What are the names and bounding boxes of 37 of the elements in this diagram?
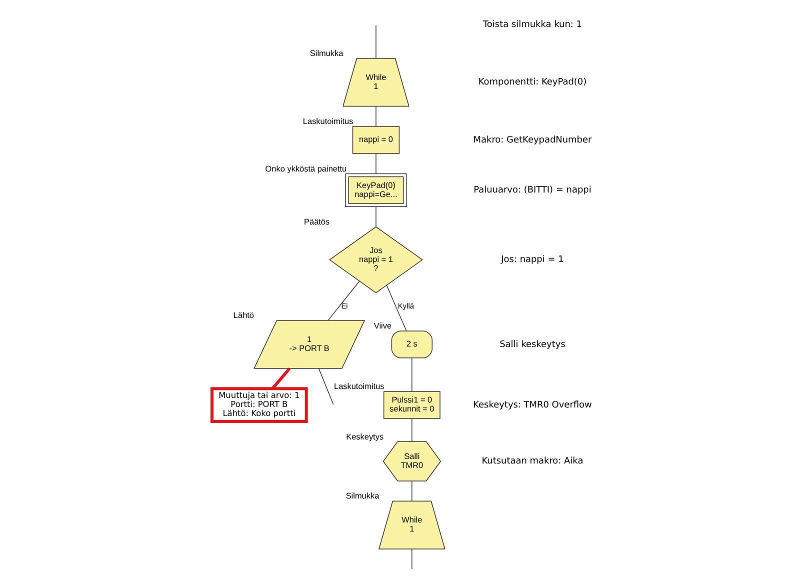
- node-box: Pulssi1 = 0 sekunnit = 0: [382, 391, 440, 419]
- connector: [375, 25, 376, 59]
- connector: [411, 418, 412, 442]
- edge-label: Ei: [340, 301, 348, 310]
- node-label: Keskeytys: [346, 432, 384, 442]
- connector: [411, 358, 412, 392]
- label: Paluuarvo: (BITTI) = nappi: [473, 185, 591, 196]
- node-box: 2 s: [390, 330, 432, 358]
- node-box: Muuttuja tai arvo: 1 Portti: PORT B Lähtö: Koko portti: [210, 387, 308, 424]
- edge-label: Kyllä: [397, 301, 414, 310]
- node-label: Päätös: [304, 217, 330, 226]
- connector: [375, 206, 376, 228]
- connector: [327, 280, 360, 321]
- connector: [411, 548, 412, 570]
- node-label: Laskutoimitus: [334, 382, 384, 392]
- label: Keskeytys: TMR0 Overflow: [472, 400, 592, 410]
- label: Makro: GetKeypadNumber: [472, 135, 592, 146]
- connector: [386, 284, 406, 332]
- node-label: Silmukka: [309, 48, 343, 58]
- label: Toista silmukka kun: 1: [482, 20, 582, 30]
- connector: [375, 106, 376, 127]
- node-label: Lähtö: [232, 311, 254, 320]
- node-box: nappi = 0: [352, 126, 400, 154]
- connector: [270, 368, 290, 390]
- node-label: Silmukka: [345, 492, 379, 501]
- connector: [411, 480, 412, 502]
- node-label: Laskutoimitus: [302, 117, 353, 126]
- node-label: Viive: [373, 322, 392, 331]
- node-diamond: Jos nappi = 1 ?: [328, 226, 423, 294]
- label: Kutsutaan makro: Aika: [481, 456, 583, 467]
- label: Komponentti: KeyPad(0): [478, 78, 586, 88]
- node-label: Onko ykköstä painettu: [264, 164, 346, 174]
- connector: [375, 153, 376, 174]
- label: Jos: nappi = 1: [500, 255, 564, 266]
- connector: [318, 368, 334, 405]
- node-box: KeyPad(0) nappi=Ge...: [344, 173, 406, 208]
- label: Salli keskeytys: [499, 340, 565, 350]
